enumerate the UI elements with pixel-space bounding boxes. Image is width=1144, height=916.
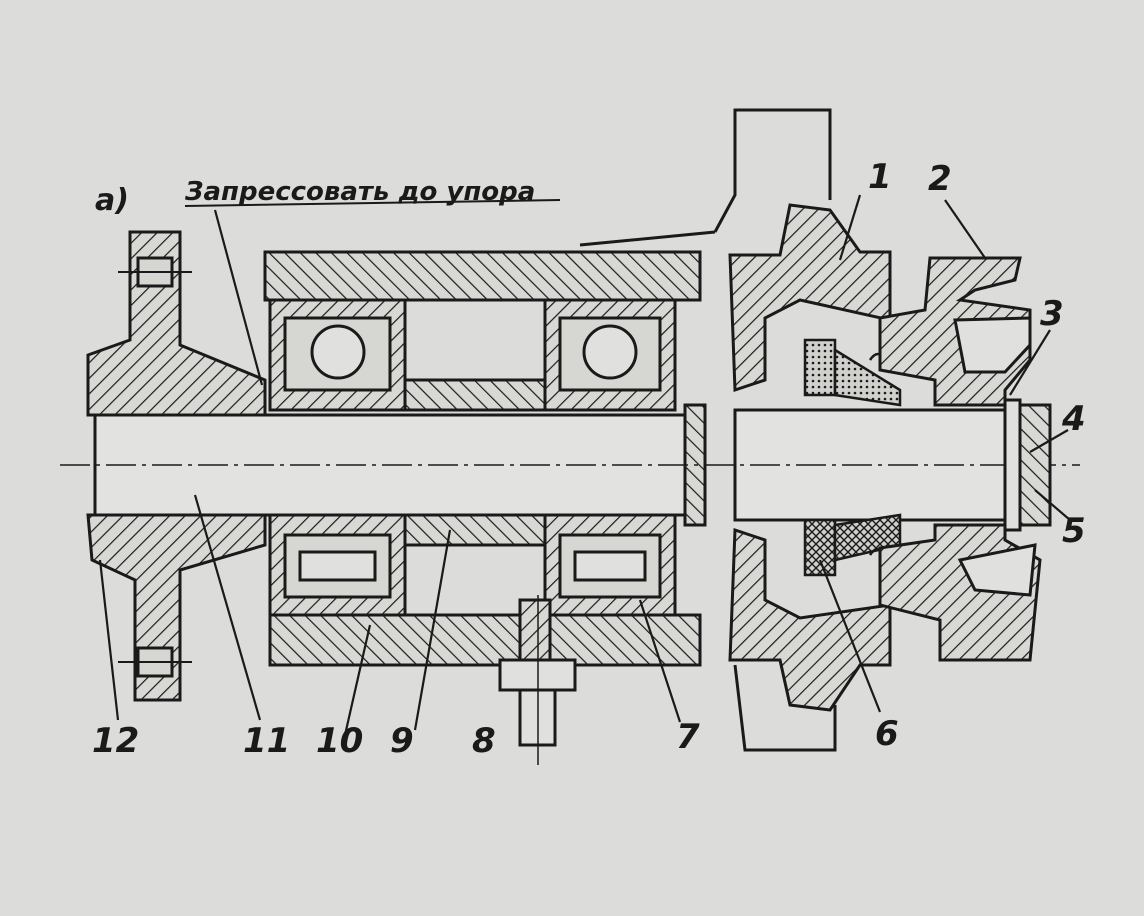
rear-ball-bearing bbox=[543, 298, 677, 412]
callout-2: 2 bbox=[928, 159, 952, 199]
callout-8: 8 bbox=[472, 721, 496, 761]
grease-nipple bbox=[498, 595, 577, 765]
hub-flange bbox=[86, 230, 267, 702]
front-ball-bearing bbox=[268, 298, 407, 412]
rear-roller-bearing bbox=[543, 513, 677, 617]
spacer-sleeve bbox=[403, 378, 547, 547]
leader-lines bbox=[98, 194, 1071, 736]
callout-4: 4 bbox=[1061, 399, 1086, 439]
bearing-housing bbox=[263, 108, 832, 667]
callout-7: 7 bbox=[676, 717, 700, 757]
callout-11: 11 bbox=[243, 721, 290, 761]
instruction-underline bbox=[184, 199, 561, 207]
panel-label: а) bbox=[95, 183, 129, 218]
callout-6: 6 bbox=[875, 714, 899, 754]
callout-5: 5 bbox=[1062, 511, 1086, 551]
callout-3: 3 bbox=[1040, 294, 1064, 334]
callout-9: 9 bbox=[390, 721, 414, 761]
shaft-nut bbox=[1003, 398, 1052, 532]
callout-10: 10 bbox=[316, 721, 363, 761]
front-roller-bearing bbox=[268, 513, 407, 617]
pump-shaft bbox=[60, 403, 1080, 527]
pump-body bbox=[728, 203, 892, 752]
callout-1: 1 bbox=[868, 157, 892, 197]
callout-12: 12 bbox=[92, 721, 139, 761]
impeller bbox=[878, 256, 1042, 662]
